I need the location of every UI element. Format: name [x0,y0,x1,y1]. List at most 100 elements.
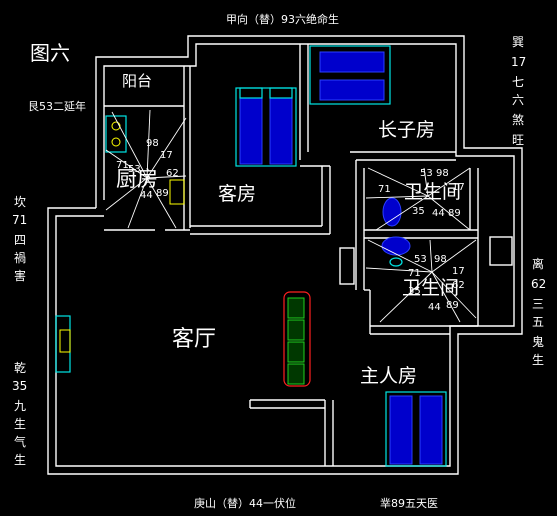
sofa-cushion [287,297,305,319]
bed-guest-room [235,87,297,167]
annotation-char: 七 [512,75,524,89]
compass-ray [367,239,433,273]
compass-ray [431,271,461,323]
room-label-master: 主人房 [360,365,417,387]
room-label-living-room: 客厅 [172,327,216,352]
annotation-char: 六 [512,93,524,107]
compass-ray [431,239,477,273]
bed-pillow [239,97,263,165]
bed-master [385,391,447,467]
compass-ray [379,271,433,323]
compass-number: 35 [412,206,425,217]
compass-number: 44 [140,190,153,201]
compass-number: 98 [146,138,159,149]
compass-kitchen [105,109,187,229]
compass-number: 17 [452,266,465,277]
compass-bath-upper [365,167,471,231]
room-label-balcony: 阳台 [122,72,152,90]
room-label-bathroom-2: 卫生间 [402,277,459,299]
compass-ray [427,195,471,231]
compass-ray [423,167,429,197]
compass-number: 17 [452,182,465,193]
compass-number: 35 [408,286,421,297]
bed-mattress [419,395,443,465]
tv [59,329,71,353]
bed-elder-son [309,45,391,105]
annotation-char: 气 [14,434,26,449]
compass-number: 89 [446,300,459,311]
bed-headboard [239,87,263,99]
pillar [339,247,355,285]
right-annotation-1: 巽 17 七 六 煞 旺 [511,35,526,147]
stove [105,115,127,153]
compass-number: 71 [116,160,129,171]
compass-ray [146,117,187,179]
room-label-kitchen: 厨房 [116,167,158,191]
compass-number: 98 [434,254,447,265]
compass-ray [431,271,477,319]
bottom-annotation-2: 丵89五天医 [380,496,438,510]
compass-ray [427,167,471,197]
annotation-char: 四 [14,233,26,247]
compass-ray [365,267,433,273]
annotation-char: 五 [532,315,544,329]
annotation-char: 离 [532,256,544,271]
compass-number: 62 [166,168,179,179]
compass-ray [127,177,148,229]
compass-number: 53 [420,168,433,179]
bottom-annotation: 庚山（替）44一伏位 [194,496,296,510]
compass-number: 98 [436,168,449,179]
compass-ray [146,175,187,179]
right-annotation-2: 离 62 三 五 鬼 生 [531,256,546,367]
room-label-elder-son: 长子房 [378,119,435,141]
walls [47,35,523,475]
bed-mattress [319,51,385,73]
annotation-char: 禍 [14,250,26,265]
compass-ray [111,111,148,179]
sofa-cushion [287,319,305,341]
annotation-char: 巽 [512,35,524,49]
bed-mattress [319,79,385,101]
annotation-char: 三 [532,297,544,311]
burner-icon [111,121,121,131]
room-labels: 阳台 厨房 客房 长子房 卫生间 卫生间 客厅 主人房 [116,72,461,387]
compass-ray [367,167,429,197]
annotation-char: 17 [511,55,526,69]
annotation-char: 35 [12,379,27,393]
pillar [489,236,513,266]
compass-number: 89 [448,208,461,219]
annotation-char: 旺 [512,133,524,147]
compass-ray [375,195,429,231]
compass-ray [146,109,151,179]
annotation-char: 生 [14,417,26,431]
compass-number: 17 [160,150,173,161]
annotation-char: 71 [12,213,27,227]
room-label-guest-room: 客房 [218,183,256,205]
tv-cabinet [55,315,71,373]
sink [169,179,185,205]
toilet-icon [382,197,402,227]
sofa [283,291,311,387]
compass-ray [105,149,148,179]
left-annotation-2: 坎 71 四 禍 害 [12,195,27,283]
compass-number: 62 [452,280,465,291]
annotation-char: 乾 [14,361,26,375]
compass-number: 89 [156,188,169,199]
compass-bath-lower [365,239,477,323]
outer-wall [47,35,523,475]
bed-mattress [389,395,413,465]
annotation-char: 九 [14,399,26,413]
compass-number: 71 [378,184,391,195]
furniture [55,45,447,467]
left-annotation-1: 艮53二延年 [28,99,86,113]
compass-numbers: 98 17 53 71 62 44 89 53 98 71 17 35 44 8… [116,138,465,313]
outer-wall-inner [55,43,515,467]
toilet-icon [381,236,411,256]
compass-number: 53 [414,254,427,265]
compass-number: 44 [432,208,445,219]
annotation-char: 生 [532,353,544,367]
bed-pillow [269,97,293,165]
compass-number: 44 [428,302,441,313]
sofa-cushion [287,341,305,363]
